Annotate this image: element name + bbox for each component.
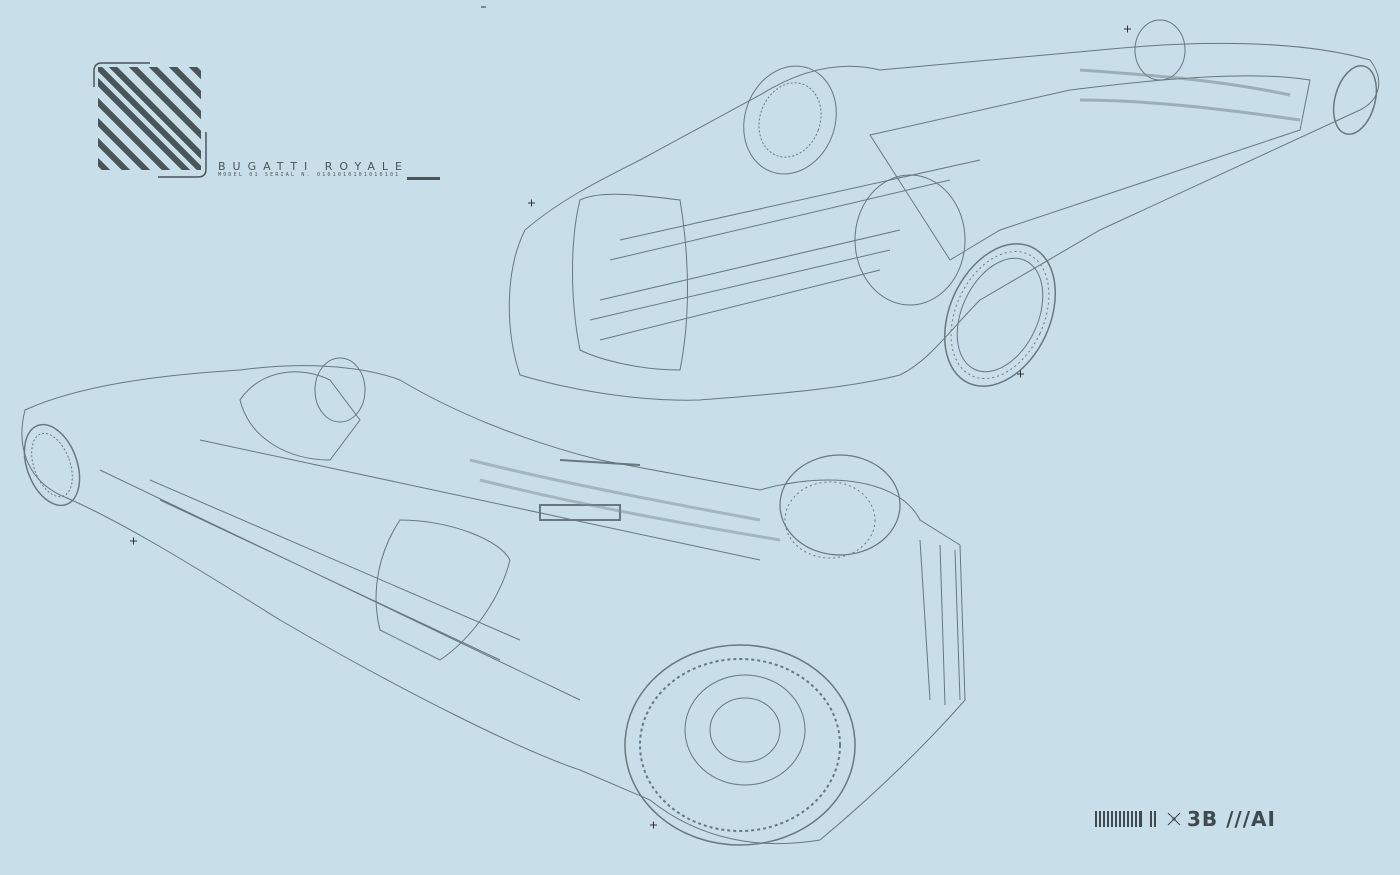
brand-subtitle: MODEL 01 SERIAL N. 0101010101010101: [218, 172, 401, 178]
collab-mark: 3B ///AI: [1095, 807, 1276, 831]
brand-title: BUGATTI ROYALE: [218, 160, 409, 173]
car-top-view: [508, 19, 1380, 401]
diagonal-stripes-badge-icon: [93, 62, 207, 178]
car-bottom-view: [21, 357, 966, 846]
x-cross-icon: [1167, 812, 1181, 826]
barcode-icon: [1095, 811, 1156, 827]
brand-underline: [407, 177, 440, 180]
collab-mark-text: 3B ///AI: [1187, 807, 1276, 831]
crosshair-markers: [130, 6, 1131, 829]
